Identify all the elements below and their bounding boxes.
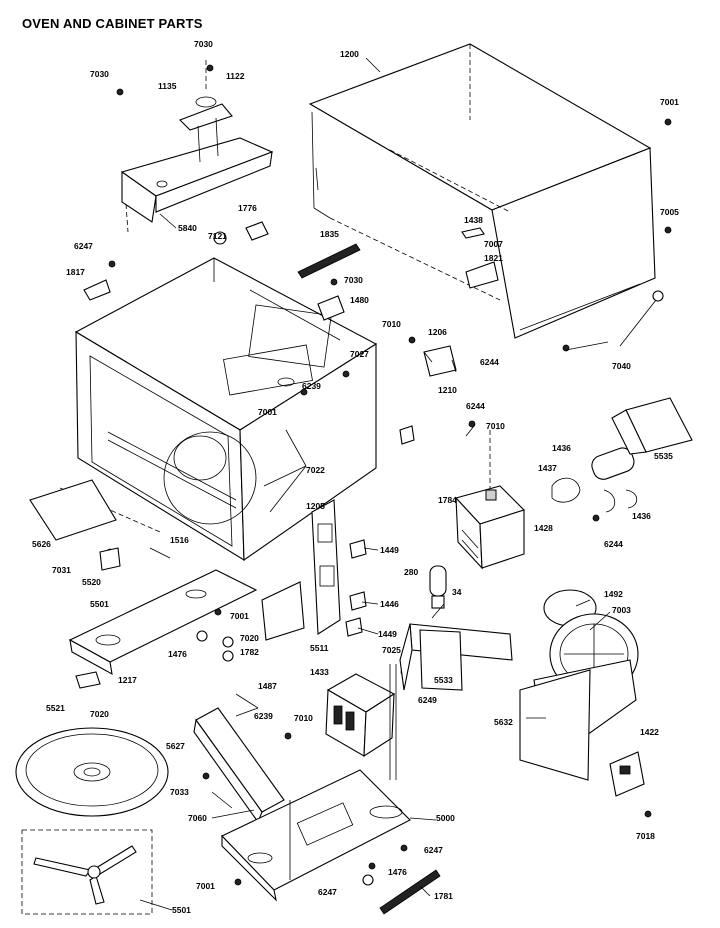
part-label: 1217 bbox=[118, 675, 137, 685]
part-label: 7121 bbox=[208, 231, 227, 241]
screws-and-clips bbox=[83, 64, 672, 886]
part-label: 1436 bbox=[552, 443, 571, 453]
part-label: 6244 bbox=[466, 401, 485, 411]
diagram-title: OVEN AND CABINET PARTS bbox=[22, 16, 203, 31]
part-label: 6244 bbox=[480, 357, 499, 367]
part-label: 280 bbox=[404, 567, 419, 577]
part-label: 5535 bbox=[654, 451, 673, 461]
outer-cabinet bbox=[308, 43, 656, 339]
part-label: 6239 bbox=[302, 381, 321, 391]
part-label: 1433 bbox=[310, 667, 329, 677]
part-label: 1480 bbox=[350, 295, 369, 305]
part-label: 1200 bbox=[340, 49, 359, 59]
part-label: 7010 bbox=[382, 319, 401, 329]
part-label: 1782 bbox=[240, 647, 259, 657]
part-label: 5520 bbox=[82, 577, 101, 587]
transformer-1433 bbox=[325, 673, 396, 758]
part-label: 7030 bbox=[344, 275, 363, 285]
part-label: 5627 bbox=[166, 741, 185, 751]
part-label: 1781 bbox=[434, 891, 453, 901]
part-label: 5521 bbox=[46, 703, 65, 713]
part-label: 7001 bbox=[660, 97, 679, 107]
oven-cavity bbox=[59, 257, 378, 562]
part-label: 1476 bbox=[168, 649, 187, 659]
duct-5627 bbox=[193, 707, 285, 824]
part-label: 7001 bbox=[258, 407, 277, 417]
bracket-5535 bbox=[611, 397, 693, 455]
part-label: 1437 bbox=[538, 463, 557, 473]
roller-guide bbox=[21, 829, 153, 915]
part-label: 7040 bbox=[612, 361, 631, 371]
part-label: 6244 bbox=[604, 539, 623, 549]
part-label: 1449 bbox=[378, 629, 397, 639]
part-label: 5000 bbox=[436, 813, 455, 823]
part-label: 5511 bbox=[310, 643, 329, 653]
part-label: 1422 bbox=[640, 727, 659, 737]
part-label: 1817 bbox=[66, 267, 85, 277]
base-plate-5501 bbox=[68, 569, 258, 689]
part-label: 7025 bbox=[382, 645, 401, 655]
part-label: 1122 bbox=[226, 71, 245, 81]
part-label: 5501 bbox=[90, 599, 109, 609]
part-label: 7010 bbox=[294, 713, 313, 723]
part-label: 1449 bbox=[380, 545, 399, 555]
filter-plate bbox=[29, 479, 117, 541]
part-label: 7007 bbox=[484, 239, 503, 249]
part-label: 7030 bbox=[194, 39, 213, 49]
part-label: 7027 bbox=[350, 349, 369, 359]
part-label: 5840 bbox=[178, 223, 197, 233]
part-label: 1821 bbox=[484, 253, 503, 263]
part-label: 7003 bbox=[612, 605, 631, 615]
part-label: 5501 bbox=[172, 905, 191, 915]
part-label: 6249 bbox=[418, 695, 437, 705]
part-label: 7033 bbox=[170, 787, 189, 797]
part-label: 1835 bbox=[320, 229, 339, 239]
part-label: 34 bbox=[452, 587, 462, 597]
part-label: 1516 bbox=[170, 535, 189, 545]
part-label: 1476 bbox=[388, 867, 407, 877]
part-label: 1205 bbox=[306, 501, 325, 511]
part-label: 1438 bbox=[464, 215, 483, 225]
part-label: 1776 bbox=[238, 203, 257, 213]
part-label: 1210 bbox=[438, 385, 457, 395]
part-label: 7018 bbox=[636, 831, 655, 841]
waveguide-strip bbox=[297, 243, 361, 279]
cord-1781 bbox=[379, 664, 441, 915]
part-label: 1784 bbox=[438, 495, 457, 505]
part-label: 5632 bbox=[494, 717, 513, 727]
part-label: 7060 bbox=[188, 813, 207, 823]
part-label: 5533 bbox=[434, 675, 453, 685]
part-label: 1492 bbox=[604, 589, 623, 599]
part-label: 7022 bbox=[306, 465, 325, 475]
part-label: 7001 bbox=[196, 881, 215, 891]
base-pan-5000 bbox=[221, 769, 411, 902]
part-label: 6247 bbox=[318, 887, 337, 897]
part-label: 6247 bbox=[424, 845, 443, 855]
part-label: 1487 bbox=[258, 681, 277, 691]
part-label: 1446 bbox=[380, 599, 399, 609]
part-label: 7001 bbox=[230, 611, 249, 621]
part-label: 6239 bbox=[254, 711, 273, 721]
part-label: 6247 bbox=[74, 241, 93, 251]
capacitor-1436 bbox=[551, 447, 638, 513]
leader-lines bbox=[139, 57, 657, 911]
part-label: 1428 bbox=[534, 523, 553, 533]
part-label: 7031 bbox=[52, 565, 71, 575]
magnetron-1428 bbox=[454, 430, 526, 570]
part-label: 1135 bbox=[158, 81, 177, 91]
part-label: 7020 bbox=[240, 633, 259, 643]
top-mount-bracket bbox=[120, 60, 274, 233]
part-label: 1206 bbox=[428, 327, 447, 337]
fan-assembly bbox=[519, 589, 645, 797]
part-label: 7030 bbox=[90, 69, 109, 79]
part-label: 7010 bbox=[486, 421, 505, 431]
latch-board bbox=[261, 499, 341, 641]
part-label: 7005 bbox=[660, 207, 679, 217]
part-label: 7020 bbox=[90, 709, 109, 719]
lamp-assembly bbox=[399, 565, 513, 691]
part-label: 5626 bbox=[32, 539, 51, 549]
turntable-tray bbox=[15, 727, 169, 817]
part-label: 1436 bbox=[632, 511, 651, 521]
